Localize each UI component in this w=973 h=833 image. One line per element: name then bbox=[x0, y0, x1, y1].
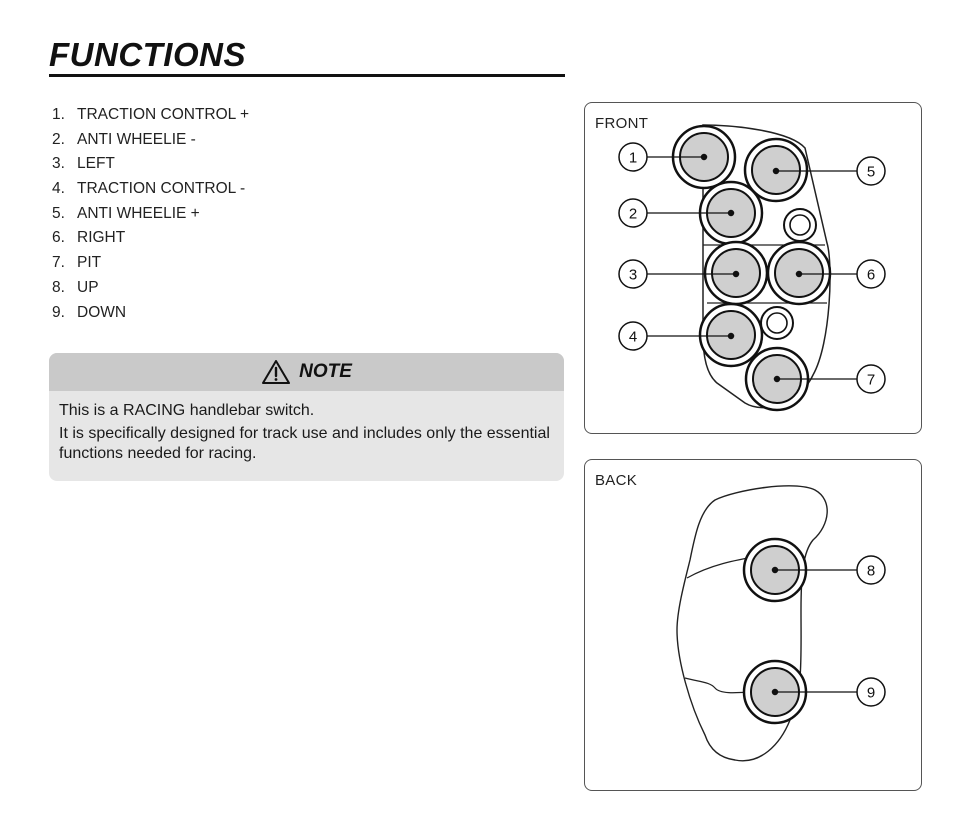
item-number: 4. bbox=[52, 180, 65, 198]
item-label: UP bbox=[77, 278, 99, 296]
warning-triangle-icon bbox=[262, 360, 291, 384]
item-label: TRACTION CONTROL - bbox=[77, 180, 246, 198]
item-label: TRACTION CONTROL + bbox=[77, 106, 250, 123]
note-box: NOTE This is a RACING handlebar switch. … bbox=[49, 353, 564, 481]
item-number: 8. bbox=[52, 278, 65, 296]
callout-2: 2 bbox=[629, 206, 637, 223]
item-label: RIGHT bbox=[77, 229, 126, 247]
item-label: ANTI WHEELIE + bbox=[77, 204, 200, 222]
list-item: 2. ANTI WHEELIE - bbox=[52, 129, 249, 154]
page-title: FUNCTIONS bbox=[49, 36, 246, 73]
callout-circle bbox=[856, 364, 886, 394]
item-number: 6. bbox=[52, 229, 65, 247]
callout-1: 1 bbox=[629, 150, 637, 167]
note-line: This is a RACING handlebar switch. bbox=[59, 402, 315, 419]
item-number: 5. bbox=[52, 204, 65, 222]
back-diagram-panel: BACK 8 9 bbox=[584, 459, 922, 791]
item-label: ANTI WHEELIE - bbox=[77, 130, 196, 148]
back-housing-outline bbox=[676, 485, 828, 762]
item-number: 3. bbox=[52, 155, 65, 173]
front-switch-diagram: 1 2 3 4 5 6 7 bbox=[618, 124, 886, 412]
item-number: 9. bbox=[52, 303, 65, 321]
note-heading: NOTE bbox=[299, 361, 352, 382]
back-label: BACK bbox=[595, 472, 638, 489]
callout-circle bbox=[618, 259, 648, 289]
front-label: FRONT bbox=[595, 115, 649, 132]
item-number: 7. bbox=[52, 254, 65, 272]
list-item: 4. TRACTION CONTROL - bbox=[52, 178, 249, 203]
callout-circle bbox=[856, 156, 886, 186]
callout-6: 6 bbox=[867, 267, 875, 284]
list-item: 3. LEFT bbox=[52, 153, 249, 178]
callout-4: 4 bbox=[629, 329, 637, 346]
item-number: 1. bbox=[52, 106, 65, 123]
item-number: 2. bbox=[52, 130, 65, 148]
list-item: 5. ANTI WHEELIE + bbox=[52, 203, 249, 228]
note-header: NOTE bbox=[49, 353, 564, 391]
list-item: 7. PIT bbox=[52, 252, 249, 277]
list-item: 8. UP bbox=[52, 277, 249, 302]
callout-circle bbox=[856, 259, 886, 289]
callout-3: 3 bbox=[629, 267, 637, 284]
callout-9: 9 bbox=[867, 685, 875, 702]
callout-circle bbox=[856, 677, 886, 707]
list-item: 1. TRACTION CONTROL + bbox=[52, 104, 249, 129]
callout-7: 7 bbox=[867, 372, 875, 389]
item-label: LEFT bbox=[77, 155, 115, 173]
callout-circle bbox=[856, 555, 886, 585]
title-underline bbox=[49, 74, 565, 77]
back-switch-diagram: 8 9 bbox=[676, 485, 886, 762]
front-diagram-panel: FRONT bbox=[584, 102, 922, 434]
leader-lines bbox=[647, 153, 857, 383]
indicator-light bbox=[760, 306, 794, 340]
callout-circle bbox=[618, 321, 648, 351]
function-list: 1. TRACTION CONTROL + 2. ANTI WHEELIE - 3.… bbox=[52, 104, 249, 326]
list-item: 6. RIGHT bbox=[52, 227, 249, 252]
callout-8: 8 bbox=[867, 563, 875, 580]
indicator-light bbox=[783, 208, 817, 242]
leader-lines bbox=[771, 566, 857, 696]
item-label: DOWN bbox=[77, 303, 127, 321]
housing-seam bbox=[684, 677, 751, 694]
item-label: PIT bbox=[77, 254, 102, 272]
callout-circle bbox=[618, 142, 648, 172]
list-item: 9. DOWN bbox=[52, 302, 249, 327]
note-body: This is a RACING handlebar switch. It is… bbox=[49, 391, 564, 465]
note-line: It is specifically designed for track us… bbox=[59, 424, 550, 463]
callout-5: 5 bbox=[867, 164, 875, 181]
callout-circle bbox=[618, 198, 648, 228]
